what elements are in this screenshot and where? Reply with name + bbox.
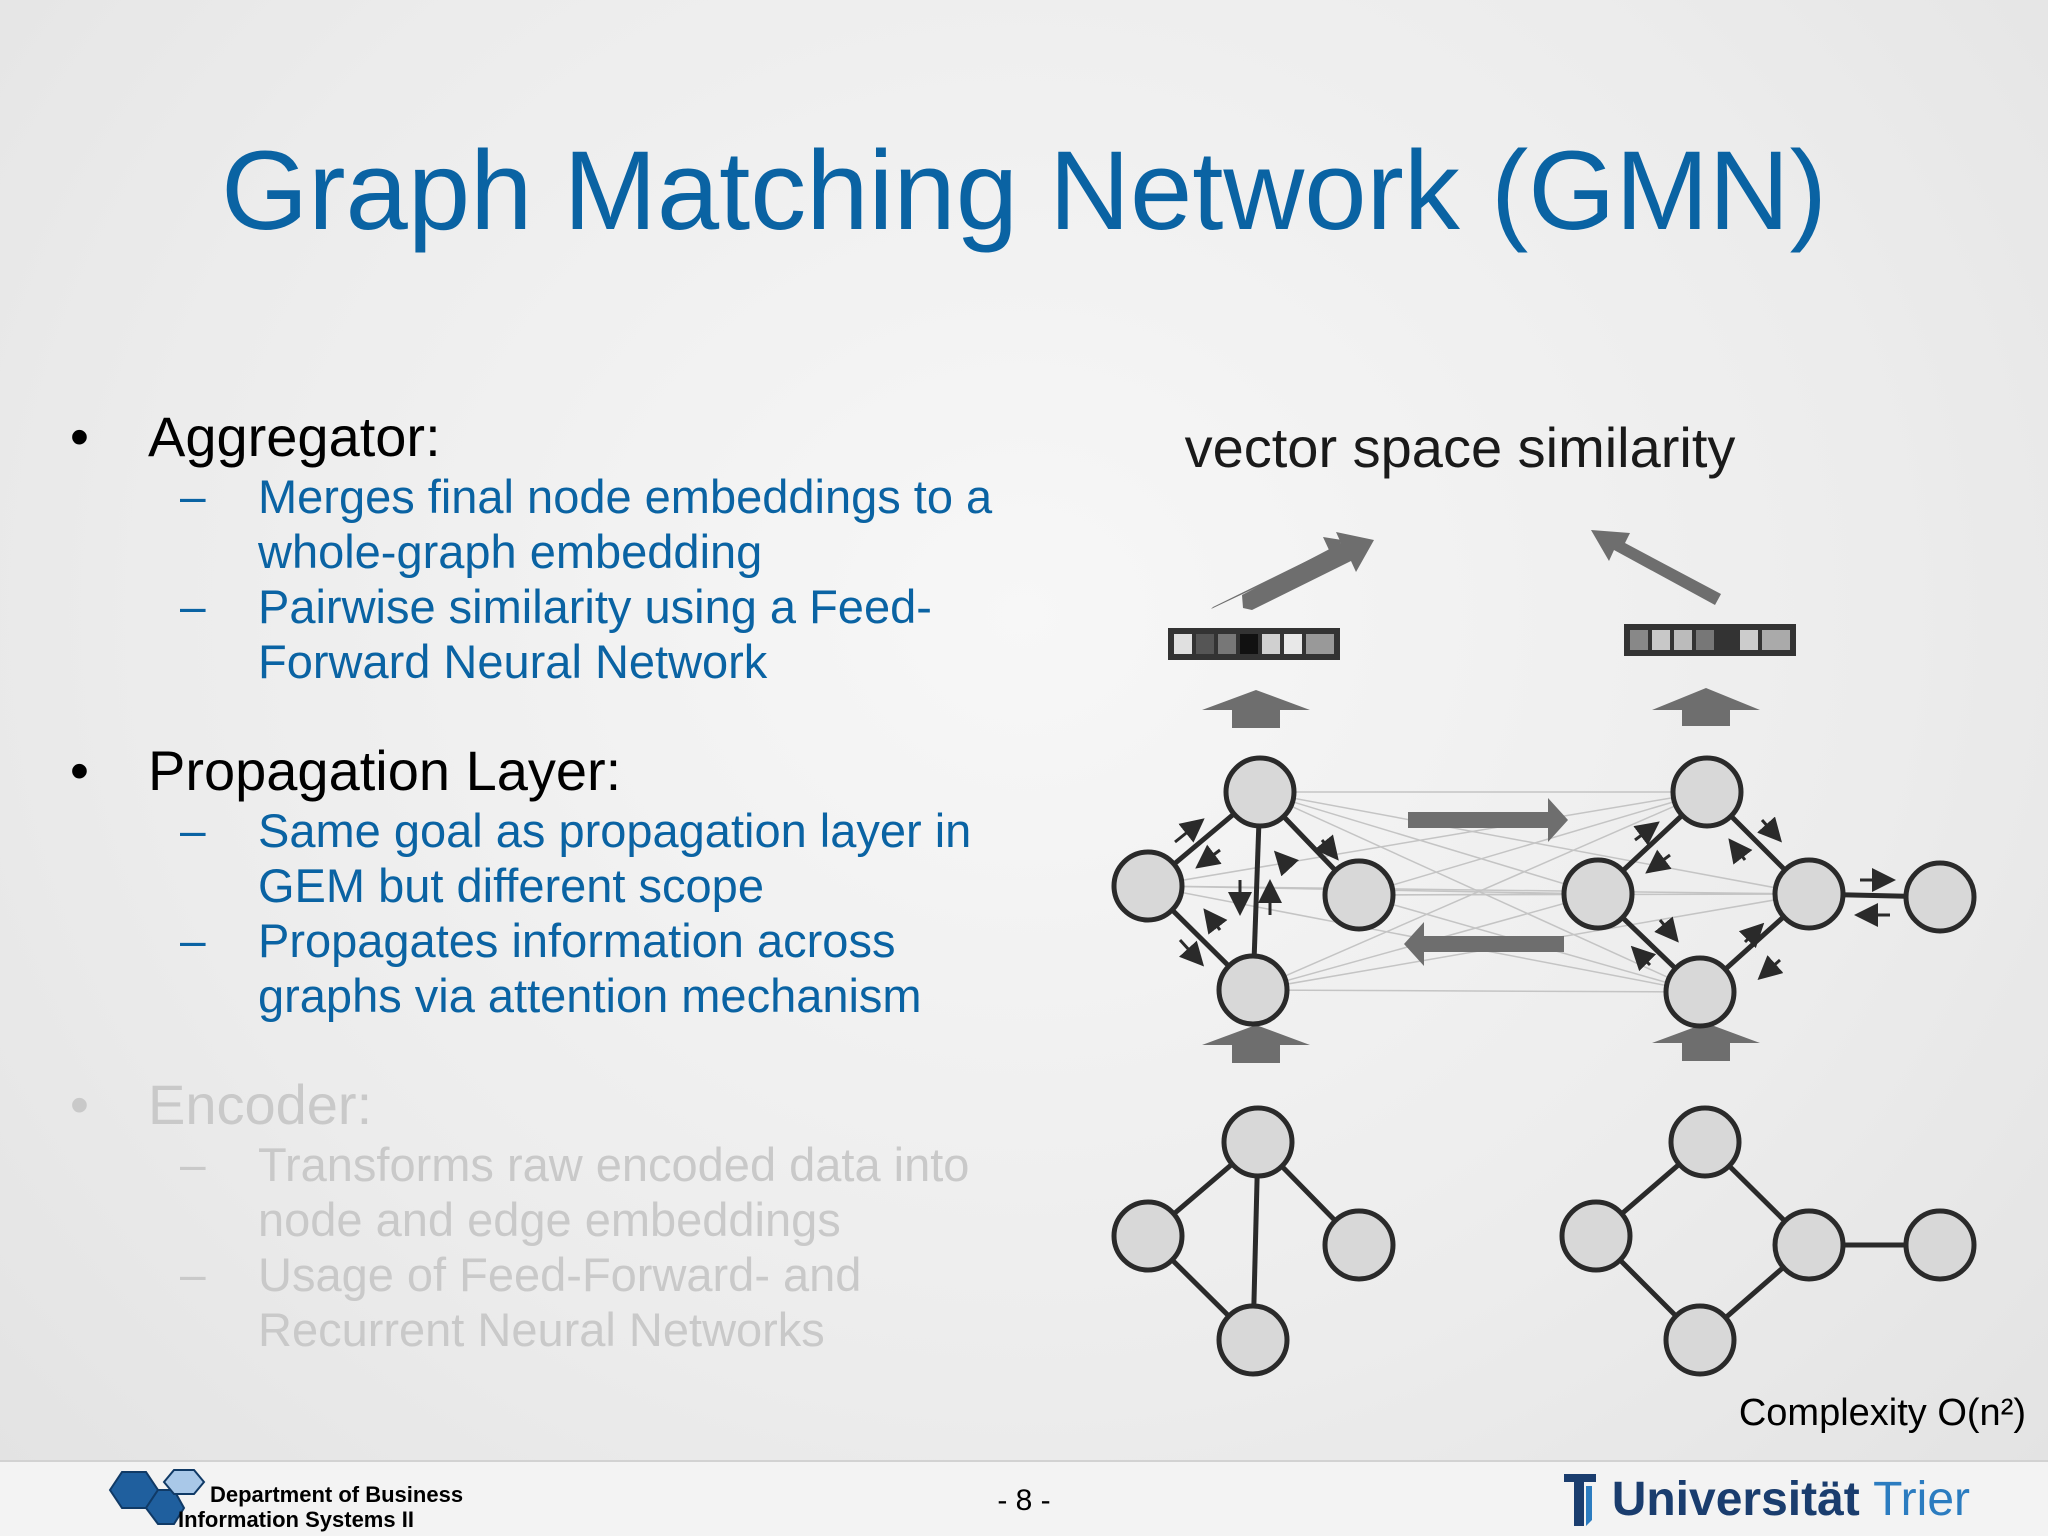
sub-item: – Transforms raw encoded data into node … — [180, 1137, 1030, 1247]
input-graph-right-edges — [1594, 1140, 1940, 1342]
sub-text: Usage of Feed-Forward- and Recurrent Neu… — [258, 1248, 862, 1356]
graph-embedding-vector-left — [1168, 628, 1340, 660]
sub-marker: – — [180, 804, 206, 856]
sub-marker: – — [180, 1138, 206, 1190]
output-arrows — [1211, 530, 1721, 610]
sub-text: Pairwise similarity using a Feed-Forward… — [258, 580, 932, 688]
department-line-1: Department of Business — [210, 1482, 464, 1507]
slide-title: Graph Matching Network (GMN) — [221, 128, 1827, 253]
sub-marker: – — [180, 470, 206, 522]
graph-embedding-vector-right — [1624, 624, 1796, 656]
sub-item: – Merges final node embeddings to a whol… — [180, 469, 1030, 579]
sub-list: – Same goal as propagation layer in GEM … — [180, 803, 1030, 1023]
sub-item: – Pairwise similarity using a Feed-Forwa… — [180, 579, 1030, 689]
university-logo: Universität Trier — [1563, 1470, 1970, 1530]
bullet-encoder: • Encoder: – Transforms raw encoded data… — [70, 1073, 1030, 1357]
page-number: - 8 - — [997, 1484, 1051, 1517]
department-name: Department of Business Information Syste… — [178, 1482, 463, 1532]
cross-graph-arrows — [1404, 798, 1568, 966]
department-logo-icon — [108, 1469, 206, 1525]
footer — [0, 1462, 2048, 1536]
sub-marker: – — [180, 1248, 206, 1300]
complexity-note: Complexity O(n²) — [1738, 1392, 2026, 1434]
sub-text: Propagates information across graphs via… — [258, 914, 922, 1022]
sub-text: Same goal as propagation layer in GEM bu… — [258, 804, 972, 912]
university-name: Universität — [1611, 1473, 1860, 1526]
input-graph-nodes — [1111, 1105, 1977, 1377]
sub-item: – Usage of Feed-Forward- and Recurrent N… — [180, 1247, 1030, 1357]
diagram-label: vector space similarity — [1185, 416, 1736, 479]
up-arrows — [1202, 688, 1760, 1063]
bullet-list: • Aggregator: – Merges final node embedd… — [70, 405, 1030, 1407]
bullet-heading: Encoder: — [148, 1073, 373, 1136]
sub-text: Merges final node embeddings to a whole-… — [258, 470, 993, 578]
sub-list: – Merges final node embeddings to a whol… — [180, 469, 1030, 689]
sub-list: – Transforms raw encoded data into node … — [180, 1137, 1030, 1357]
sub-item: – Same goal as propagation layer in GEM … — [180, 803, 1030, 913]
sub-marker: – — [180, 580, 206, 632]
department-line-2: Information Systems II — [178, 1507, 414, 1532]
university-mark-icon — [1563, 1474, 1596, 1526]
bullet-marker: • — [70, 741, 89, 801]
bullet-marker: • — [70, 1075, 89, 1135]
bullet-aggregator: • Aggregator: – Merges final node embedd… — [70, 405, 1030, 689]
message-arrows — [1174, 816, 1896, 980]
bullet-marker: • — [70, 407, 89, 467]
university-city: Trier — [1873, 1473, 1970, 1526]
gmn-diagram: vector space similarity — [1111, 416, 1977, 1377]
sub-marker: – — [180, 914, 206, 966]
sub-item: – Propagates information across graphs v… — [180, 913, 1030, 1023]
bullet-heading: Aggregator: — [148, 405, 441, 468]
bullet-heading: Propagation Layer: — [148, 739, 622, 802]
propagation-graph-nodes — [1111, 755, 1977, 1029]
sub-text: Transforms raw encoded data into node an… — [258, 1138, 970, 1246]
bullet-propagation-layer: • Propagation Layer: – Same goal as prop… — [70, 739, 1030, 1023]
footer-divider — [0, 1460, 2048, 1462]
